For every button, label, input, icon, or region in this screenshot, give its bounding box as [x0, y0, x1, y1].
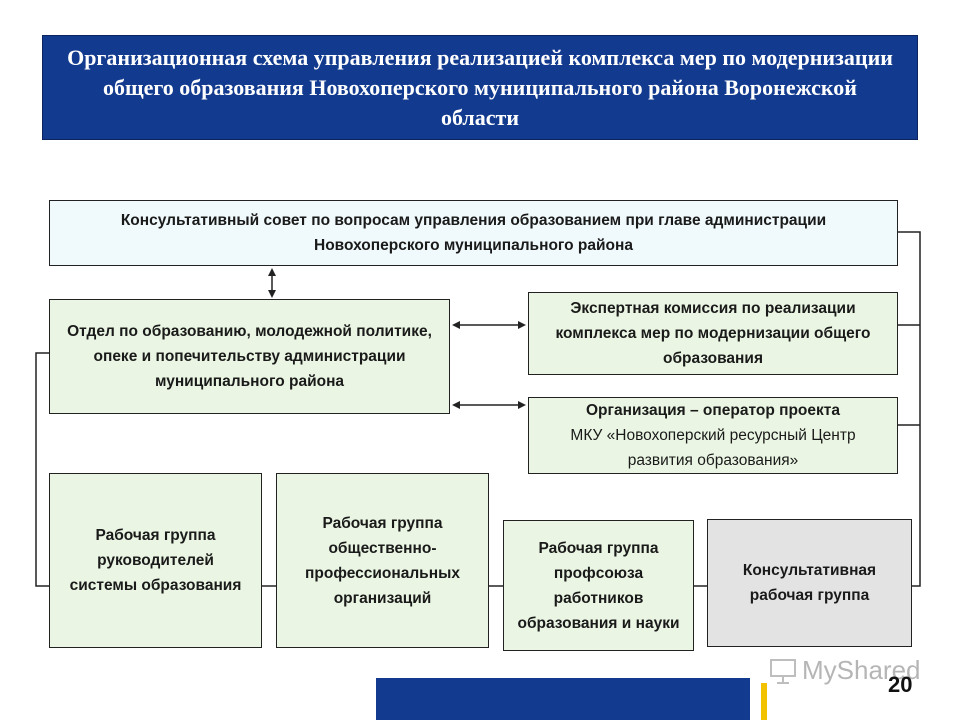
- footer-accent: [761, 683, 767, 720]
- consultative-working-group-box: Консультативная рабочая группа: [707, 519, 912, 647]
- page-title: Организационная схема управления реализа…: [67, 44, 893, 130]
- working-group-union-box: Рабочая группа профсоюза работников обра…: [503, 520, 694, 651]
- watermark-text: MyShared: [802, 655, 921, 685]
- presentation-icon: [770, 658, 796, 684]
- working-group-public-orgs-box: Рабочая группа общественно-профессиональ…: [276, 473, 489, 648]
- consultative-working-group-label: Консультативная рабочая группа: [742, 562, 877, 604]
- right-bracket-line: [898, 231, 921, 587]
- left-bracket-line: [35, 352, 49, 587]
- working-group-union-label: Рабочая группа профсоюза работников обра…: [517, 539, 680, 632]
- department-label: Отдел по образованию, молодежной политик…: [67, 323, 432, 390]
- council-box: Консультативный совет по вопросам управл…: [49, 200, 898, 266]
- working-group-leaders-box: Рабочая группа руководителей системы обр…: [49, 473, 262, 648]
- working-group-leaders-label: Рабочая группа руководителей системы обр…: [69, 527, 242, 594]
- title-banner: Организационная схема управления реализа…: [42, 35, 918, 140]
- council-label: Консультативный совет по вопросам управл…: [120, 212, 827, 254]
- page-number: 20: [888, 672, 913, 697]
- expert-commission-box: Экспертная комиссия по реализации компле…: [528, 292, 898, 375]
- expert-commission-label: Экспертная комиссия по реализации компле…: [555, 300, 871, 367]
- operator-box: Организация – оператор проекта МКУ «Ново…: [528, 397, 898, 474]
- operator-text: Организация – оператор проекта МКУ «Ново…: [529, 398, 897, 473]
- watermark-logo: MyShared: [768, 655, 921, 686]
- operator-title: Организация – оператор проекта: [585, 402, 840, 419]
- footer-bar: [376, 678, 750, 720]
- working-group-public-orgs-label: Рабочая группа общественно-профессиональ…: [305, 514, 460, 607]
- department-box: Отдел по образованию, молодежной политик…: [49, 299, 450, 414]
- operator-org: МКУ «Новохоперский ресурсный Центр разви…: [570, 427, 856, 469]
